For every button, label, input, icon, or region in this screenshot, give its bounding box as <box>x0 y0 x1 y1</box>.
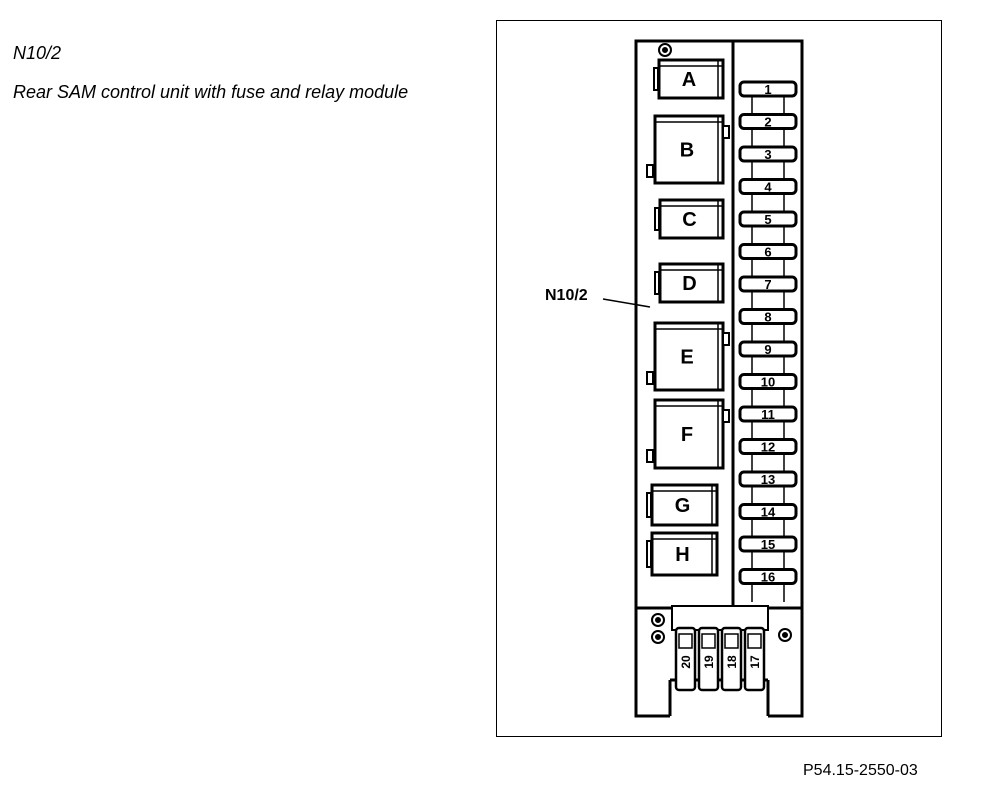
relay-group: A B C D E F G H <box>646 58 730 577</box>
fuse-9: 9 <box>738 340 798 375</box>
callout: N10/2 <box>545 287 651 308</box>
fuse-12: 12 <box>738 438 798 472</box>
fuse-label: 18 <box>725 655 739 669</box>
fuse-label: 4 <box>764 180 772 195</box>
fuse-5: 5 <box>738 210 798 245</box>
bottom-fuse-20: 20 <box>674 626 697 692</box>
relay-b: B <box>646 114 730 185</box>
fuse-label: 13 <box>761 472 775 487</box>
fuse-label: 2 <box>764 115 771 130</box>
fuse-body <box>738 80 798 98</box>
bottom-fuse-18: 18 <box>720 626 743 692</box>
fuse-label: 16 <box>761 570 775 585</box>
relay-g: G <box>646 483 719 527</box>
relay-e: E <box>646 321 730 392</box>
component-code: N10/2 <box>13 43 62 63</box>
fuse-body <box>738 210 798 228</box>
screw-icon <box>778 628 792 642</box>
relay-body <box>653 398 725 470</box>
fuse-1: 1 <box>738 80 798 115</box>
fuse-label: 1 <box>764 82 771 97</box>
fuse-body <box>738 145 798 163</box>
figure-reference: P54.15-2550-03 <box>803 762 918 779</box>
fuse-body <box>738 308 798 325</box>
fuse-8: 8 <box>738 308 798 342</box>
fuse-label: 6 <box>764 245 771 260</box>
mounting-screws <box>651 43 792 644</box>
fuse-label: 17 <box>748 655 762 669</box>
fuse-14: 14 <box>738 503 798 537</box>
fuse-label: 9 <box>764 342 771 357</box>
fuse-body <box>738 470 798 488</box>
fuse-2: 2 <box>738 113 798 147</box>
fuse-7: 7 <box>738 275 798 310</box>
fuse-body <box>738 373 798 390</box>
fuse-3: 3 <box>738 145 798 180</box>
fuse-10: 10 <box>738 373 798 407</box>
fuse-body <box>738 113 798 130</box>
relay-label: A <box>682 69 696 91</box>
fuse-label: 10 <box>761 375 775 390</box>
fuse-label: 14 <box>761 505 776 520</box>
callout-label: N10/2 <box>545 287 588 304</box>
relay-body <box>650 531 719 577</box>
diagram-frame <box>496 20 942 737</box>
fuse-body <box>738 340 798 358</box>
fuse-13: 13 <box>738 470 798 505</box>
fuse-4: 4 <box>738 178 798 212</box>
relay-label: G <box>675 495 691 517</box>
fuse-label: 19 <box>702 655 716 669</box>
relay-a: A <box>653 58 725 100</box>
component-description: Rear SAM control unit with fuse and rela… <box>13 82 409 102</box>
bottom-fuse-19: 19 <box>697 626 720 692</box>
fuse-6: 6 <box>738 243 798 277</box>
fuse-body <box>738 535 798 553</box>
bottom-fuse-17: 17 <box>743 626 766 692</box>
fuse-label: 20 <box>679 655 693 669</box>
fuse-label: 15 <box>761 537 775 552</box>
relay-d: D <box>654 262 725 304</box>
fuse-body <box>738 438 798 455</box>
screw-icon <box>651 630 665 644</box>
relay-label: B <box>680 140 694 162</box>
relay-c: C <box>654 198 725 240</box>
relay-label: D <box>682 273 696 295</box>
fuse-label: 7 <box>764 277 771 292</box>
fuse-body <box>738 503 798 520</box>
fuse-label: 3 <box>764 147 771 162</box>
fuse-15: 15 <box>738 535 798 570</box>
bottom-fuse-group: 20 19 18 17 <box>671 605 769 692</box>
relay-body <box>653 114 725 185</box>
fuse-label: 12 <box>761 440 775 455</box>
fuse-label: 11 <box>761 407 775 422</box>
fuse-label: 5 <box>764 212 771 227</box>
relay-label: C <box>682 209 696 231</box>
relay-label: F <box>681 424 693 446</box>
fuse-label: 8 <box>764 310 771 325</box>
screw-icon <box>651 613 665 627</box>
relay-label: E <box>680 347 693 369</box>
relay-h: H <box>646 531 719 577</box>
fuse-body <box>738 568 798 585</box>
fuse-body <box>738 178 798 195</box>
fuse-body <box>738 405 798 423</box>
fuse-16: 16 <box>738 568 798 602</box>
relay-body <box>653 321 725 392</box>
relay-f: F <box>646 398 730 470</box>
relay-label: H <box>675 544 689 566</box>
fuse-body <box>738 275 798 293</box>
fuse-11: 11 <box>738 405 798 440</box>
fuse-body <box>738 243 798 260</box>
screw-icon <box>658 43 672 57</box>
